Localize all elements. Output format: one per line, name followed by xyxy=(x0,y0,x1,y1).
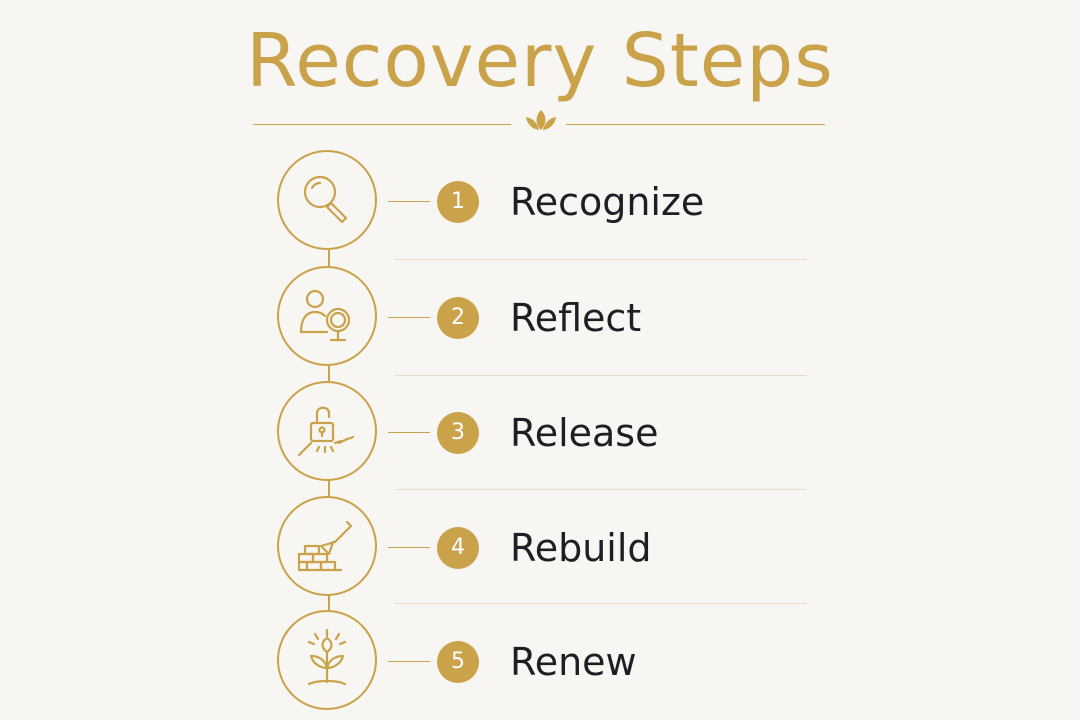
step-renew: 5 Renew xyxy=(0,610,1080,714)
step-release: 3 Release xyxy=(0,381,1080,485)
step-icon-circle xyxy=(277,266,377,366)
step-icon-circle xyxy=(277,381,377,481)
step-number-badge: 2 xyxy=(437,297,479,339)
step-connector xyxy=(388,661,430,662)
timeline-connector xyxy=(328,250,330,270)
step-label: Reflect xyxy=(510,296,642,340)
title-divider-left xyxy=(253,124,511,125)
step-rebuild: 4 Rebuild xyxy=(0,496,1080,600)
lotus-icon xyxy=(526,110,556,130)
step-label: Release xyxy=(510,411,659,455)
step-recognize: 1 Recognize xyxy=(0,150,1080,254)
step-label: Rebuild xyxy=(510,526,652,570)
title-divider-right xyxy=(566,124,825,125)
step-label: Renew xyxy=(510,640,637,684)
step-number-badge: 4 xyxy=(437,527,479,569)
step-number-badge: 1 xyxy=(437,181,479,223)
step-icon-circle xyxy=(277,610,377,710)
trowel-bricks-icon xyxy=(297,520,353,572)
timeline-connector xyxy=(328,480,330,498)
step-connector xyxy=(388,547,430,548)
step-connector xyxy=(388,317,430,318)
page-title: Recovery Steps xyxy=(246,18,834,104)
step-number-badge: 5 xyxy=(437,641,479,683)
step-separator xyxy=(395,489,807,490)
broken-chain-lock-icon xyxy=(297,406,355,457)
step-number-badge: 3 xyxy=(437,412,479,454)
step-separator xyxy=(395,375,807,376)
step-label: Recognize xyxy=(510,180,705,224)
step-connector xyxy=(388,432,430,433)
sprout-icon xyxy=(307,628,347,686)
magnifying-glass-icon xyxy=(303,175,348,224)
step-icon-circle xyxy=(277,150,377,250)
step-separator xyxy=(395,603,807,604)
timeline-connector xyxy=(328,594,330,612)
person-mirror-icon xyxy=(299,289,351,342)
step-icon-circle xyxy=(277,496,377,596)
timeline-connector xyxy=(328,366,330,384)
step-connector xyxy=(388,201,430,202)
step-reflect: 2 Reflect xyxy=(0,266,1080,370)
step-separator xyxy=(395,259,807,260)
